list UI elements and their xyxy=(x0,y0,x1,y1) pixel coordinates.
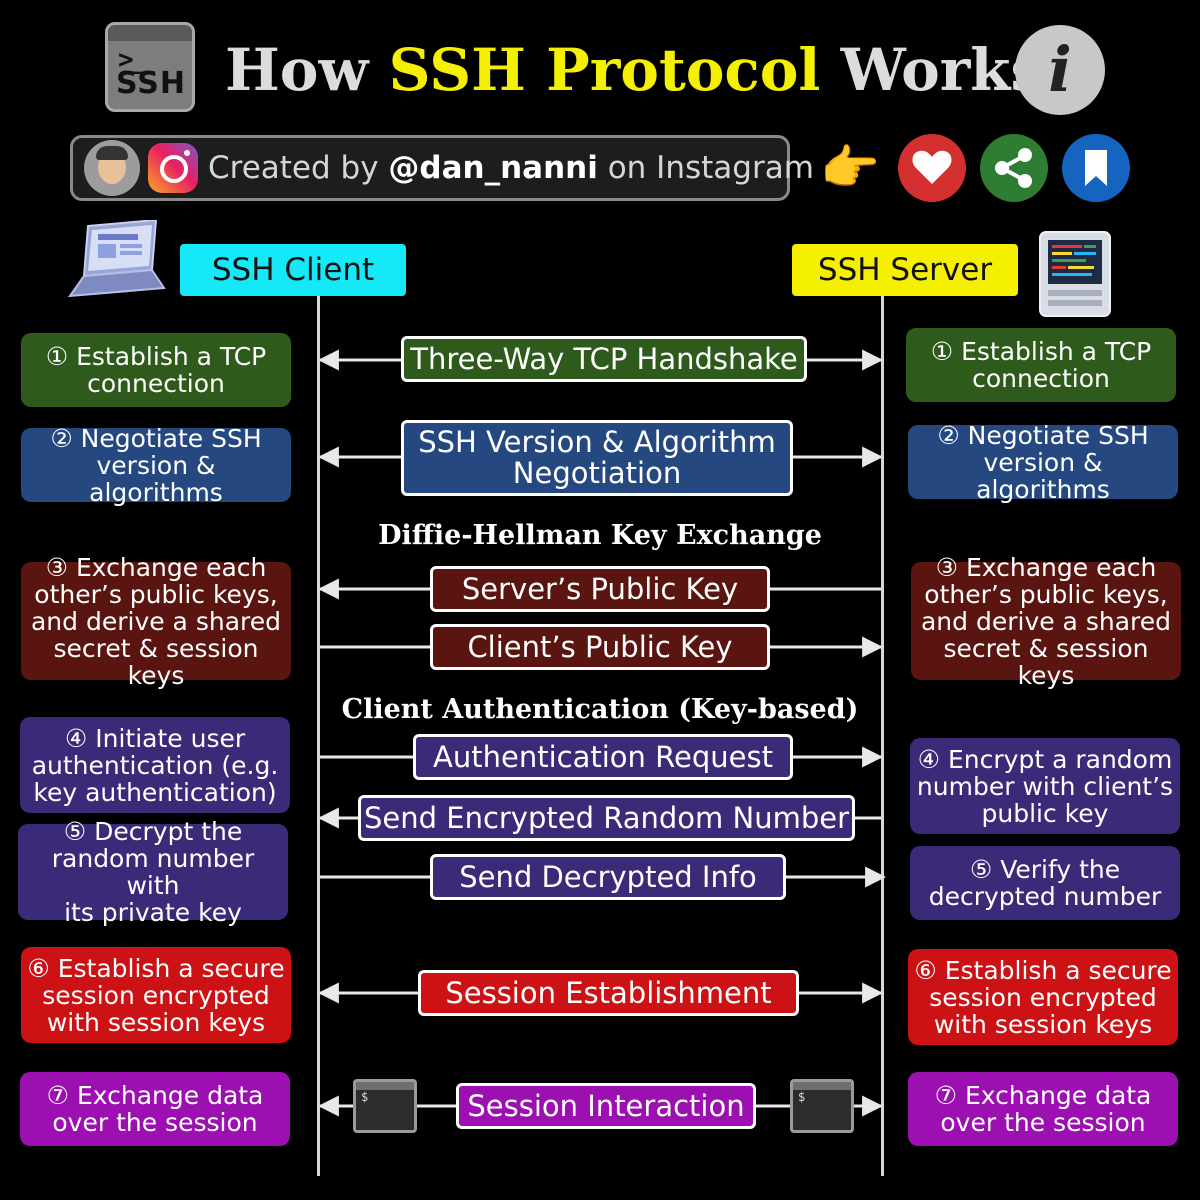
avatar xyxy=(84,140,140,196)
client-step-6: ⑥ Establish a secure session encrypted w… xyxy=(21,947,291,1043)
credit-text: Created by @dan_nanni on Instagram xyxy=(208,143,814,193)
server-step-3: ③ Exchange each other’s public keys, and… xyxy=(911,554,1181,689)
msg-version-negotiation-line1: SSH Version & Algorithm xyxy=(418,425,776,459)
server-step-7: ⑦ Exchange data over the session xyxy=(908,1072,1178,1146)
msg-server-public-key: Server’s Public Key xyxy=(430,566,770,612)
credit-prefix: Created by xyxy=(208,150,389,186)
client-lifeline xyxy=(317,296,320,1176)
server-lifeline xyxy=(881,296,884,1176)
server-step-6: ⑥ Establish a secure session encrypted w… xyxy=(908,949,1178,1045)
server-step-5: ⑤ Verify the decrypted number xyxy=(910,846,1180,920)
ssh-logo-icon: >_ SSH xyxy=(105,22,195,112)
server-step-1: ① Establish a TCP connection xyxy=(906,328,1176,402)
msg-version-negotiation-line2: Negotiation xyxy=(512,456,682,490)
server-icon xyxy=(1034,230,1116,318)
msg-encrypted-random-number: Send Encrypted Random Number xyxy=(358,795,855,841)
section-dh-key-exchange: Diffie-Hellman Key Exchange xyxy=(378,520,822,551)
client-step-7: ⑦ Exchange data over the session xyxy=(20,1072,290,1146)
laptop-icon xyxy=(66,218,166,300)
credit-suffix: on Instagram xyxy=(597,150,814,186)
ssh-logo-text: SSH xyxy=(116,66,186,101)
client-step-3: ③ Exchange each other’s public keys, and… xyxy=(21,554,291,689)
client-step-1: ① Establish a TCP connection xyxy=(21,333,291,407)
client-terminal-prompt: $ xyxy=(361,1090,369,1104)
server-step-4: ④ Encrypt a random number with client’s … xyxy=(910,738,1180,834)
msg-send-decrypted-info: Send Decrypted Info xyxy=(430,854,786,900)
msg-version-negotiation: SSH Version & Algorithm Negotiation xyxy=(401,420,793,496)
ssh-server-label: SSH Server xyxy=(792,244,1018,296)
msg-authentication-request: Authentication Request xyxy=(413,734,793,780)
bookmark-icon[interactable] xyxy=(1062,134,1130,202)
title-highlight: SSH Protocol xyxy=(388,36,821,104)
server-terminal-prompt: $ xyxy=(798,1090,806,1104)
share-icon[interactable] xyxy=(980,134,1048,202)
instagram-icon[interactable] xyxy=(148,143,198,193)
page-title: How SSH Protocol Works xyxy=(225,30,1043,110)
server-step-2: ② Negotiate SSH version & algorithms xyxy=(908,422,1178,503)
client-step-5: ⑤ Decrypt the random number with its pri… xyxy=(18,818,288,926)
msg-session-interaction: Session Interaction xyxy=(456,1083,756,1129)
title-after: Works xyxy=(820,36,1044,104)
ssh-logo-prompt: >_ xyxy=(118,45,150,75)
info-icon[interactable]: i xyxy=(1015,25,1105,115)
client-terminal-icon: $ xyxy=(353,1079,417,1133)
client-step-4: ④ Initiate user authentication (e.g. key… xyxy=(20,717,290,813)
ssh-client-label: SSH Client xyxy=(180,244,406,296)
msg-three-way-handshake: Three-Way TCP Handshake xyxy=(401,336,807,382)
credit-handle[interactable]: @dan_nanni xyxy=(388,150,598,186)
heart-icon[interactable] xyxy=(898,134,966,202)
msg-session-establishment: Session Establishment xyxy=(418,970,799,1016)
pointing-hand-icon: 👉 xyxy=(820,140,880,196)
section-client-authentication: Client Authentication (Key-based) xyxy=(341,694,859,725)
client-step-2: ② Negotiate SSH version & algorithms xyxy=(21,425,291,506)
msg-client-public-key: Client’s Public Key xyxy=(430,624,770,670)
server-terminal-icon: $ xyxy=(790,1079,854,1133)
title-before: How xyxy=(225,36,389,104)
